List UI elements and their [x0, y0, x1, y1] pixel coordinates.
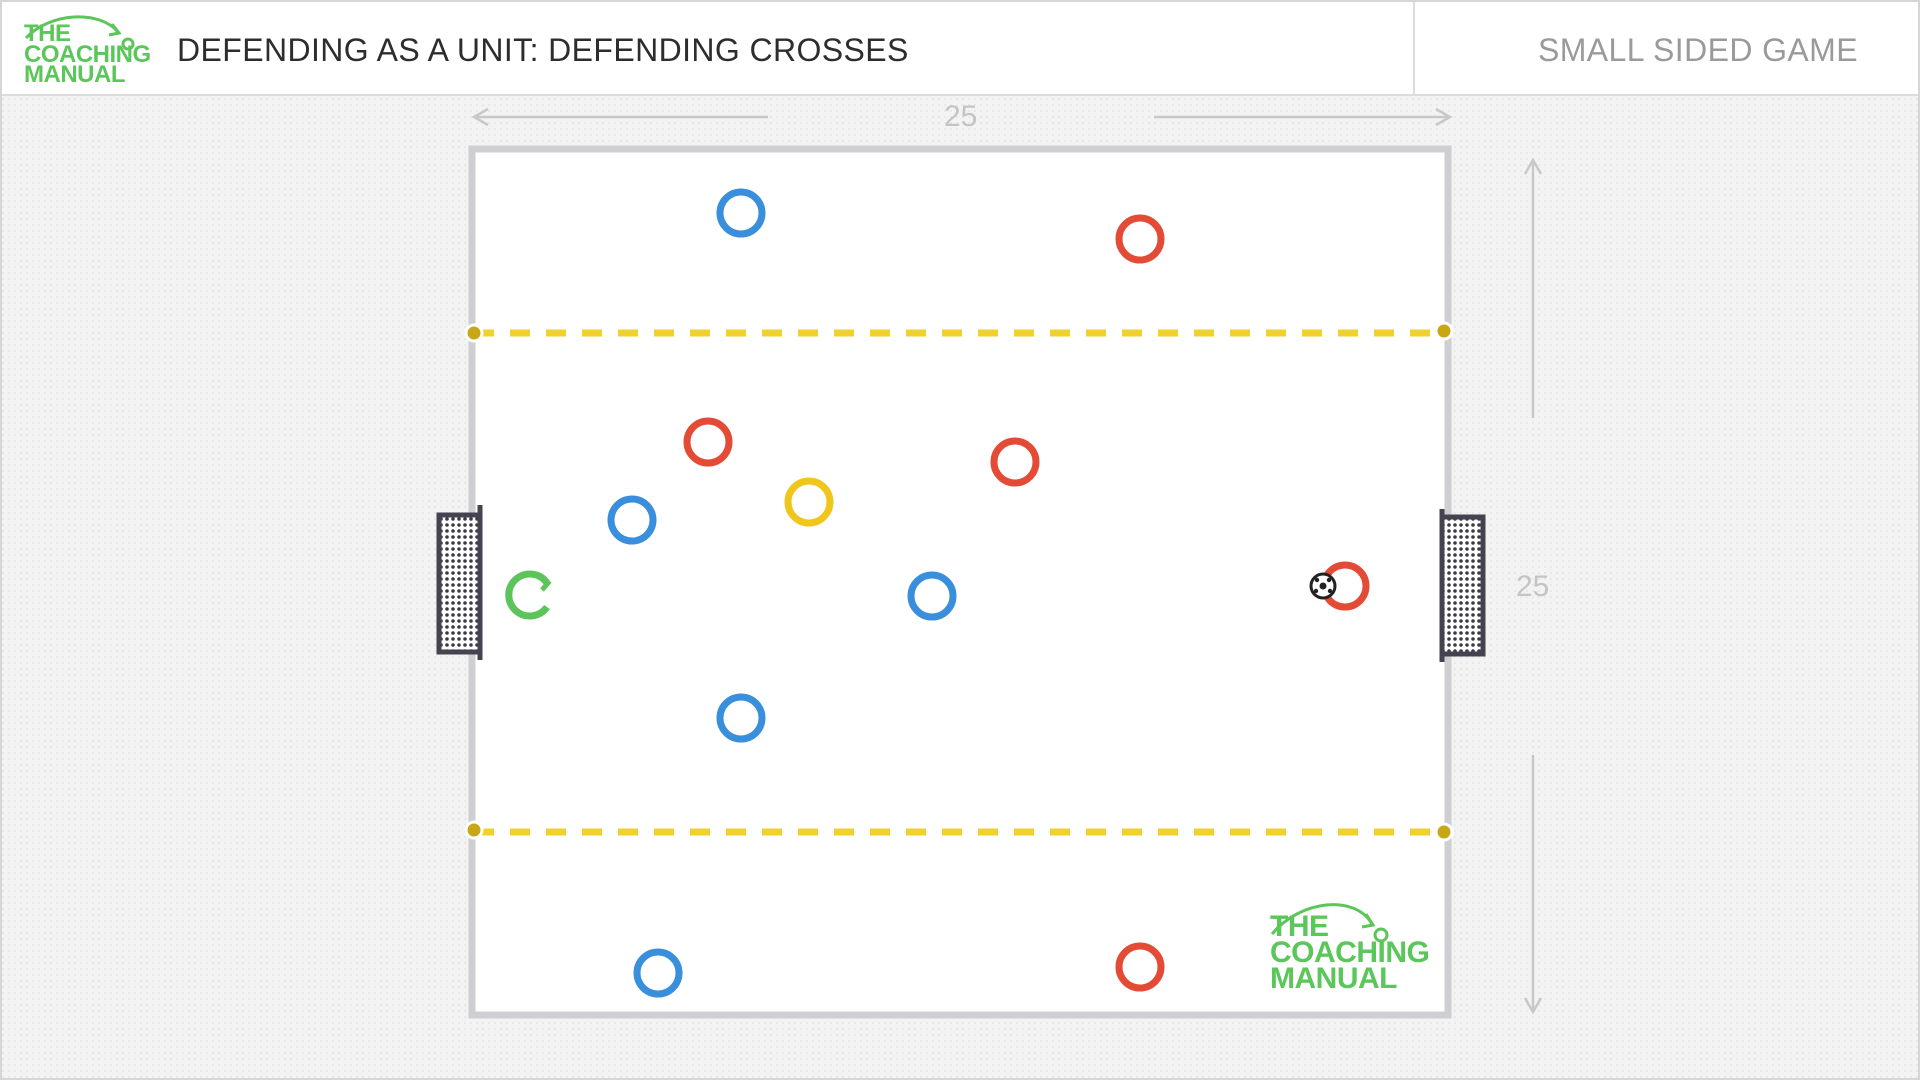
width-dimension-arrow: [471, 107, 1453, 127]
height-dimension-arrow: [1523, 157, 1543, 1015]
field-watermark-logo: THE COACHING MANUAL: [1270, 910, 1430, 995]
logo-line-1: THE: [24, 20, 71, 47]
cone-marker: [1434, 321, 1454, 341]
logo-line-2: COACHING: [24, 40, 151, 68]
blue-player[interactable]: [907, 571, 957, 621]
blue-player[interactable]: [716, 693, 766, 743]
drill-title: DEFENDING AS A UNIT: DEFENDING CROSSES: [177, 32, 909, 68]
goal-left: [436, 505, 483, 660]
drill-category: SMALL SIDED GAME: [1538, 32, 1858, 68]
watermark-line-3: MANUAL: [1270, 961, 1397, 995]
watermark-swoosh-icon: [1270, 903, 1389, 943]
header-bar: THE COACHING MANUAL DEFENDING AS A UNIT:…: [2, 2, 1918, 96]
blue-player[interactable]: [633, 948, 683, 998]
brand-logo[interactable]: THE COACHING MANUAL: [24, 20, 151, 89]
width-dimension-label: 25: [944, 100, 978, 133]
blue-player[interactable]: [607, 495, 657, 545]
watermark-line-1: THE: [1270, 910, 1329, 943]
red-player[interactable]: [990, 437, 1040, 487]
height-dimension-label: 25: [1516, 570, 1550, 603]
goalkeeper-green[interactable]: [505, 570, 552, 620]
blue-player[interactable]: [716, 188, 766, 238]
red-player[interactable]: [1115, 214, 1165, 264]
ball-icon[interactable]: [1309, 572, 1337, 600]
goal-right: [1439, 509, 1486, 662]
logo-swoosh-icon: [24, 15, 135, 51]
header-divider: [1413, 2, 1415, 94]
cone-marker: [464, 820, 484, 840]
watermark-line-2: COACHING: [1270, 935, 1430, 969]
pitch-area: [468, 145, 1452, 1019]
cone-marker: [464, 323, 484, 343]
logo-line-3: MANUAL: [24, 61, 125, 89]
red-player[interactable]: [683, 417, 733, 467]
red-player[interactable]: [1115, 942, 1165, 992]
cone-marker: [1434, 822, 1454, 842]
neutral-yellow-player[interactable]: [784, 477, 834, 527]
